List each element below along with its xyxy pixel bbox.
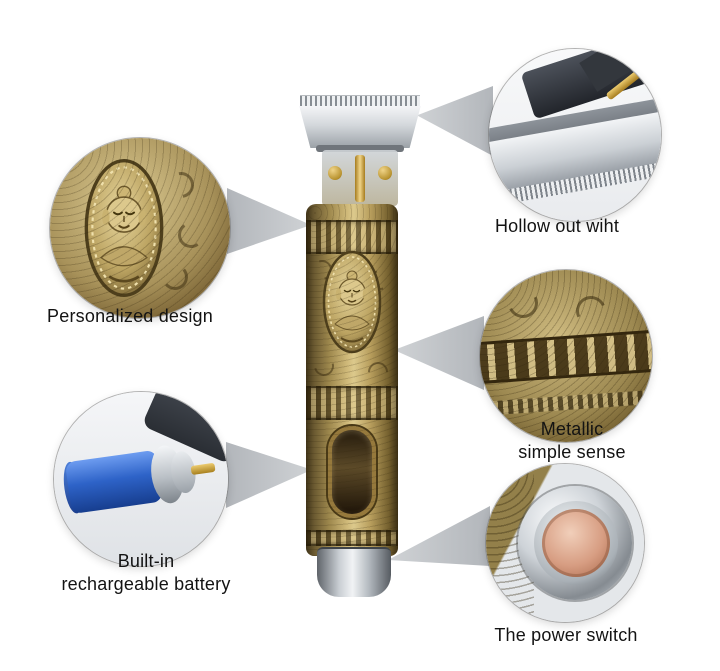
engraved-band-top — [306, 220, 398, 254]
scroll-ornament — [162, 166, 200, 204]
label-hollow-out: Hollow out wiht — [494, 216, 620, 236]
callout-blade-image — [489, 49, 661, 221]
scroll-ornament — [310, 352, 338, 380]
leader-line-design — [227, 188, 311, 254]
engraved-band-middle — [306, 386, 398, 420]
leader-line-metallic — [394, 316, 484, 390]
trimmer-power-switch — [328, 426, 376, 518]
copper-switch-disc — [542, 509, 610, 577]
callout-design-image — [50, 138, 230, 318]
trimmer-blade-plate — [299, 106, 421, 148]
metallic-closeup-photo — [480, 270, 652, 442]
engraving-closeup-photo — [50, 138, 230, 318]
scroll-ornament — [571, 291, 611, 331]
leader-line-blade — [417, 86, 493, 156]
power-switch-closeup-photo — [486, 464, 644, 622]
trimmer-blade-mount — [316, 145, 404, 152]
trimmer-bottom-cap — [317, 547, 391, 597]
trimmer-neck-housing — [322, 150, 398, 206]
label-power-switch: The power switch — [494, 625, 638, 645]
scroll-ornament — [308, 256, 336, 284]
scroll-ornament — [366, 266, 394, 294]
engraved-band-thin — [480, 389, 652, 417]
scroll-ornament — [363, 357, 393, 387]
label-rechargeable-battery: Built-in rechargeable battery — [61, 551, 231, 595]
leader-line-power — [388, 506, 490, 566]
trimmer-blade-teeth — [300, 95, 420, 108]
scroll-ornament — [160, 262, 190, 292]
leader-line-battery — [226, 442, 312, 508]
battery-closeup-photo — [54, 392, 228, 566]
callout-power-image — [486, 464, 644, 622]
label-personalized-design: Personalized design — [47, 306, 213, 326]
battery-assembly — [60, 437, 223, 522]
gold-screw-right — [378, 166, 392, 180]
gold-contact-pin — [190, 462, 216, 476]
callout-metallic-image — [480, 270, 652, 442]
scroll-ornament — [503, 283, 543, 323]
battery-blue-cell — [64, 449, 164, 515]
label-metallic-sense: Metallic simple sense — [518, 419, 626, 463]
gold-drive-pin — [355, 155, 365, 202]
buddha-face-emblem — [322, 250, 382, 354]
callout-battery-image — [54, 392, 228, 566]
engraved-band-closeup — [480, 329, 652, 385]
scroll-ornament — [175, 219, 207, 251]
buddha-face-emblem-large — [82, 158, 166, 298]
engraved-band-bottom — [306, 530, 398, 546]
gold-screw-left — [328, 166, 342, 180]
trimmer-body — [306, 204, 398, 556]
blade-closeup-photo — [489, 49, 661, 221]
